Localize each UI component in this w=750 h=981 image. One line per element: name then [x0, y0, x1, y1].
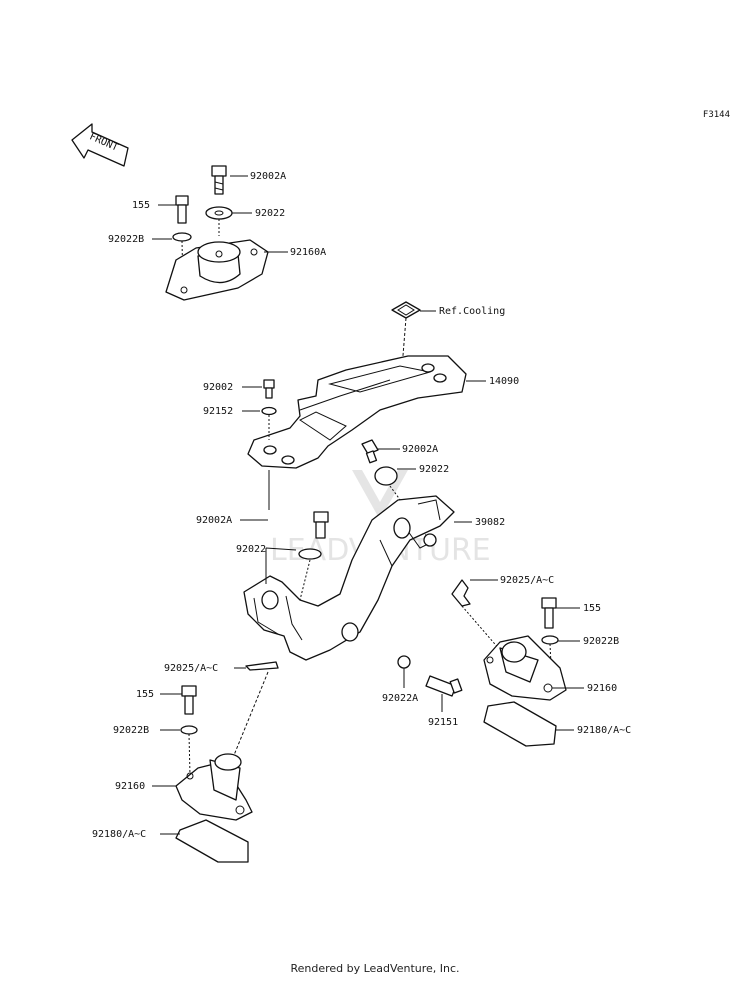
label-92152: 92152: [203, 406, 233, 417]
label-92022-left: 92022: [236, 544, 266, 555]
bolt-92151: [425, 675, 463, 697]
label-39082: 39082: [475, 517, 505, 528]
label-92160-right: 92160: [587, 683, 617, 694]
label-92022-top: 92022: [255, 208, 285, 219]
label-155-left: 155: [136, 689, 154, 700]
label-92025-right: 92025/A~C: [500, 575, 554, 586]
label-92022A-low: 92022A: [382, 693, 418, 704]
leader-lines: [152, 175, 584, 835]
washer-92022A-low: [397, 655, 411, 669]
clip-92025-right: [451, 579, 471, 607]
bolt-92002A-top: [211, 165, 227, 195]
bolt-155-right: [541, 597, 557, 629]
front-arrow-icon: FRONT: [71, 123, 129, 167]
washer-92022B-left: [180, 725, 198, 735]
frame-bracket-39082: [243, 495, 455, 661]
label-92002A-left: 92002A: [196, 515, 232, 526]
label-92002A-mid: 92002A: [402, 444, 438, 455]
label-92022B-right: 92022B: [583, 636, 619, 647]
label-92160A: 92160A: [290, 247, 326, 258]
engine-mount-92160A: [165, 239, 269, 301]
washer-92022-left: [298, 548, 322, 560]
label-155-top: 155: [132, 200, 150, 211]
washer-92022B-right: [541, 635, 559, 645]
bolt-155-top: [175, 195, 189, 224]
label-14090: 14090: [489, 376, 519, 387]
washer-92022-top: [205, 206, 233, 220]
engine-mount-92160-left: [175, 753, 253, 821]
label-92002: 92002: [203, 382, 233, 393]
washer-92022B-top: [172, 232, 192, 242]
plate-92180-left: [175, 819, 249, 863]
label-92025-left: 92025/A~C: [164, 663, 218, 674]
label-ref-cooling: Ref.Cooling: [439, 306, 505, 317]
washer-92022-mid: [374, 466, 398, 486]
label-92002A-top: 92002A: [250, 171, 286, 182]
footer-credit: Rendered by LeadVenture, Inc.: [290, 962, 460, 975]
bolt-92002A-left: [313, 511, 329, 539]
label-92022B-left: 92022B: [113, 725, 149, 736]
mount-92160-right-assembly: [483, 597, 567, 747]
bracket-14090: [247, 301, 467, 469]
mount-92160A-assembly: [165, 165, 269, 301]
label-92180-left: 92180/A~C: [92, 829, 146, 840]
mount-92160-left-assembly: [175, 671, 269, 863]
washer-92152: [261, 406, 277, 416]
label-92151: 92151: [428, 717, 458, 728]
bolt-155-left: [181, 685, 197, 715]
figure-code: F3144: [702, 110, 730, 120]
plate-92180-right: [483, 701, 557, 747]
label-92022B-top: 92022B: [108, 234, 144, 245]
label-92160-left: 92160: [115, 781, 145, 792]
ref-cooling-icon: [391, 301, 421, 319]
label-155-right: 155: [583, 603, 601, 614]
label-92022-mid: 92022: [419, 464, 449, 475]
bolt-92002: [263, 379, 275, 399]
label-92180-right: 92180/A~C: [577, 725, 631, 736]
engine-mount-92160-right: [483, 635, 567, 701]
clip-92025-left: [245, 661, 279, 671]
bolt-92002A-mid: [361, 439, 379, 464]
